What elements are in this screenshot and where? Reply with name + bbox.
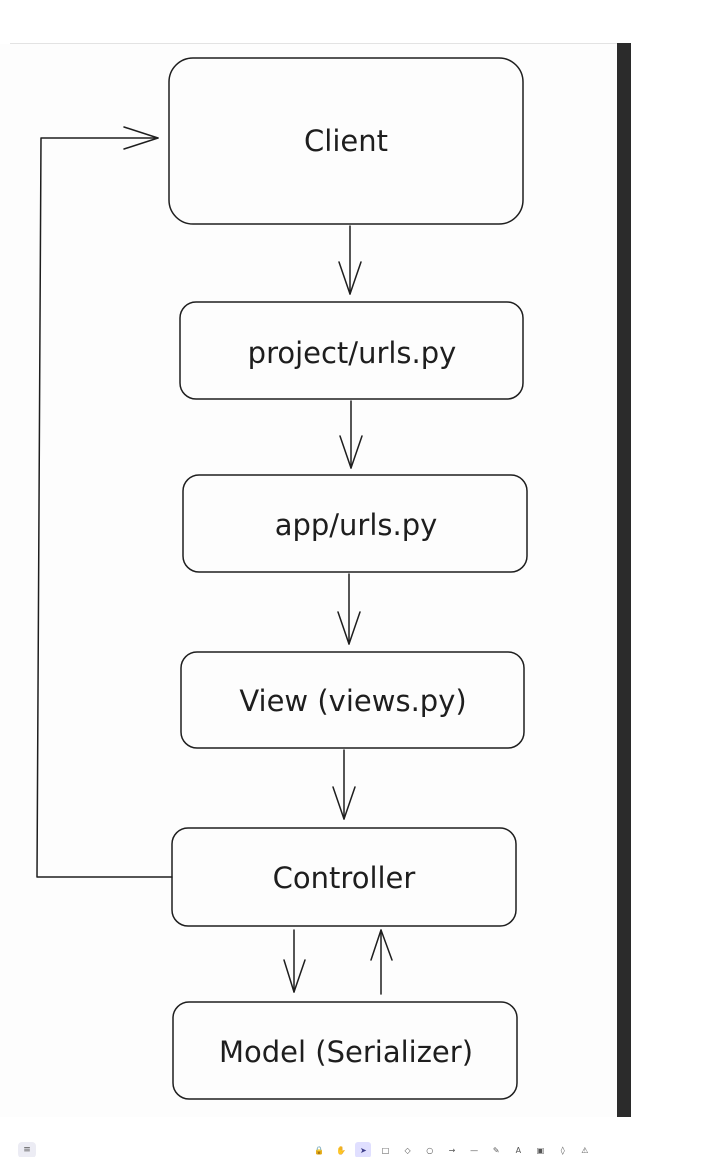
eraser-icon: ◊ bbox=[560, 1145, 565, 1155]
scrollbar[interactable] bbox=[617, 43, 631, 1117]
arrow-controller-to-model bbox=[283, 929, 306, 993]
ellipse-icon: ○ bbox=[426, 1145, 434, 1155]
node-view[interactable]: View (views.py) bbox=[180, 651, 525, 749]
line-icon: — bbox=[470, 1145, 479, 1155]
main-menu-button[interactable]: ≡ bbox=[18, 1142, 36, 1157]
rectangle-tool-button[interactable]: □ bbox=[377, 1142, 393, 1157]
top-divider bbox=[10, 43, 617, 44]
arrow-controller-to-client bbox=[36, 126, 173, 878]
flow-diagram: Client project/urls.py app/urls.py View … bbox=[36, 57, 528, 1100]
text-tool-button[interactable]: A bbox=[510, 1142, 526, 1157]
image-tool-button[interactable]: ▣ bbox=[533, 1142, 549, 1157]
node-client[interactable]: Client bbox=[168, 57, 524, 225]
selection-icon: ➤ bbox=[359, 1145, 367, 1155]
node-project-urls[interactable]: project/urls.py bbox=[179, 301, 524, 400]
lock-tool-button[interactable]: 🔒 bbox=[311, 1142, 327, 1157]
node-controller-label: Controller bbox=[273, 861, 416, 895]
node-app-urls[interactable]: app/urls.py bbox=[182, 474, 528, 573]
lock-icon: 🔒 bbox=[314, 1145, 324, 1155]
arrow-app-urls-to-view bbox=[337, 573, 361, 645]
rectangle-icon: □ bbox=[381, 1145, 390, 1155]
eraser-tool-button[interactable]: ◊ bbox=[555, 1142, 571, 1157]
node-model[interactable]: Model (Serializer) bbox=[172, 1001, 518, 1100]
library-tool-button[interactable]: ⚠ bbox=[577, 1142, 593, 1157]
diamond-tool-button[interactable]: ◇ bbox=[400, 1142, 416, 1157]
node-view-label: View (views.py) bbox=[239, 684, 466, 718]
node-controller[interactable]: Controller bbox=[171, 827, 517, 927]
diamond-icon: ◇ bbox=[404, 1145, 411, 1155]
ellipse-tool-button[interactable]: ○ bbox=[422, 1142, 438, 1157]
pencil-tool-button[interactable]: ✎ bbox=[488, 1142, 504, 1157]
arrow-model-to-controller bbox=[370, 929, 393, 995]
line-tool-button[interactable]: — bbox=[466, 1142, 482, 1157]
drawing-toolbar: 🔒 ✋ ➤ □ ◇ ○ → — ✎ A ▣ ◊ ⚠ bbox=[307, 1141, 597, 1157]
arrow-tool-button[interactable]: → bbox=[444, 1142, 460, 1157]
arrow-view-to-controller bbox=[332, 749, 356, 820]
image-icon: ▣ bbox=[536, 1145, 545, 1155]
pencil-icon: ✎ bbox=[492, 1145, 500, 1155]
node-app-urls-label: app/urls.py bbox=[275, 508, 438, 542]
hamburger-menu-icon: ≡ bbox=[23, 1145, 31, 1155]
arrow-project-urls-to-app-urls bbox=[339, 400, 363, 469]
text-icon: A bbox=[515, 1145, 522, 1155]
node-model-label: Model (Serializer) bbox=[219, 1035, 473, 1069]
node-project-urls-label: project/urls.py bbox=[248, 336, 457, 370]
arrow-icon: → bbox=[448, 1145, 456, 1155]
hand-tool-button[interactable]: ✋ bbox=[333, 1142, 349, 1157]
arrow-client-to-project-urls bbox=[338, 225, 362, 295]
library-icon: ⚠ bbox=[581, 1145, 589, 1155]
selection-tool-button[interactable]: ➤ bbox=[355, 1142, 372, 1157]
hand-icon: ✋ bbox=[336, 1145, 347, 1155]
node-client-label: Client bbox=[304, 124, 388, 158]
